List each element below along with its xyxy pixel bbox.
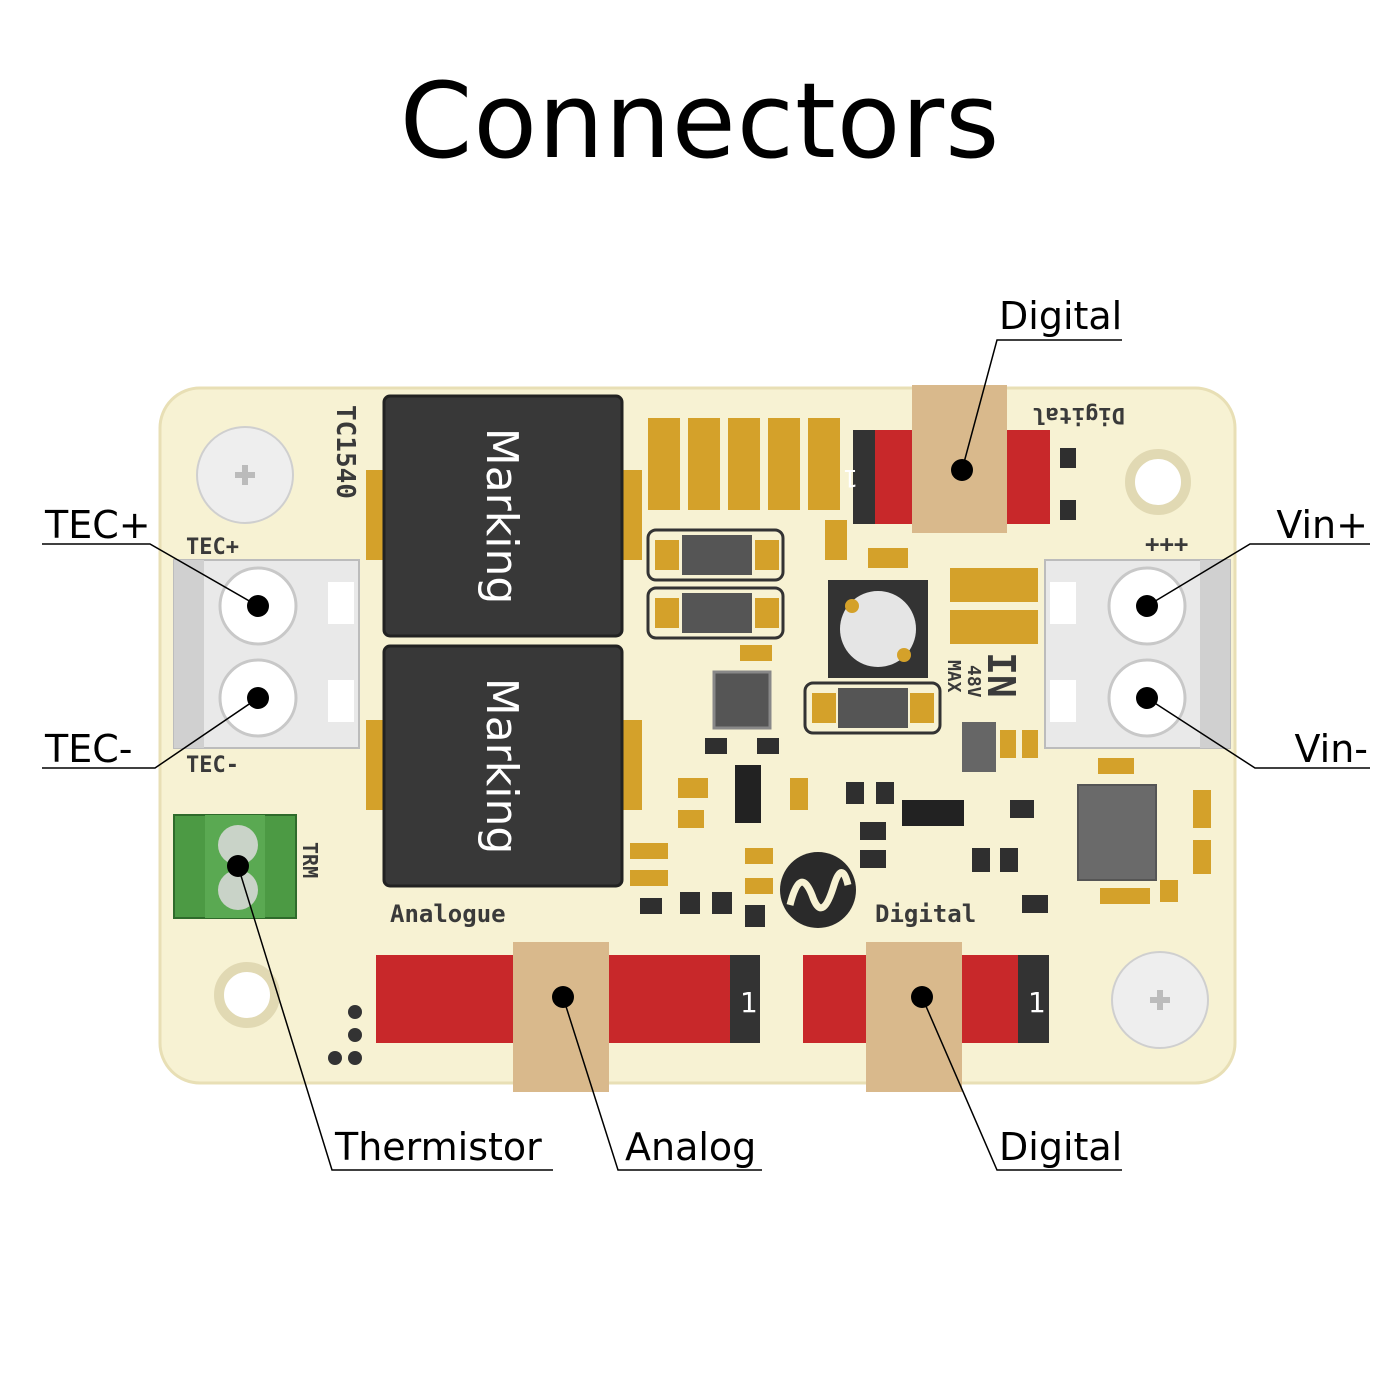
- vin-terminal-block: [1044, 559, 1231, 749]
- silk-plus-marks: +++: [1145, 530, 1188, 558]
- tec-terminal-block: [173, 559, 360, 749]
- electrolytic-capacitor: [828, 580, 928, 678]
- silk-digital-top: Digital: [1032, 402, 1125, 427]
- callout-digital-top: Digital: [999, 294, 1122, 338]
- mounting-hole-top-left: [196, 426, 294, 524]
- ic-soic: [712, 670, 772, 730]
- svg-text:1: 1: [843, 464, 858, 492]
- callout-dots: [227, 459, 1158, 1008]
- mounting-hole-bottom-left: [214, 962, 280, 1028]
- inductor-top: Marking: [366, 394, 642, 638]
- ic-sot-2: [902, 800, 964, 826]
- mounting-hole-top-right: [1125, 449, 1191, 515]
- callout-tec-minus: TEC-: [44, 727, 132, 771]
- digital-header-top: 1: [843, 385, 1050, 533]
- page-title: Connectors: [399, 60, 1001, 182]
- diode-2: [646, 586, 785, 640]
- ic-main: [1077, 784, 1157, 881]
- silk-max: MAX: [943, 660, 964, 693]
- silk-tec-minus: TEC-: [186, 753, 239, 778]
- mounting-hole-bottom-right: [1111, 951, 1209, 1049]
- ic-small: [962, 722, 996, 772]
- digital-header-bottom: 1: [803, 942, 1049, 1092]
- callout-tec-plus: TEC+: [44, 503, 151, 547]
- diode-3: [803, 681, 942, 735]
- silk-digital-bottom: Digital: [875, 900, 976, 928]
- silk-analogue: Analogue: [390, 900, 506, 928]
- ic-sot: [735, 765, 761, 823]
- callout-vin-plus: Vin+: [1276, 503, 1368, 547]
- inductor-bottom-label: Marking: [476, 678, 527, 855]
- silk-in: IN: [979, 652, 1023, 698]
- callout-digital-bottom: Digital: [999, 1125, 1122, 1169]
- company-logo-icon: [780, 852, 856, 928]
- gold-components: [630, 520, 1211, 904]
- via-dots: [328, 1005, 362, 1065]
- thermistor-terminal: [173, 814, 297, 919]
- callout-vin-minus: Vin-: [1294, 727, 1368, 771]
- small-components: [640, 448, 1076, 927]
- svg-text:1: 1: [1028, 986, 1046, 1019]
- silk-model: TC1540: [330, 405, 360, 499]
- svg-text:1: 1: [740, 986, 758, 1019]
- inductor-bottom: Marking: [366, 644, 642, 888]
- silk-trm: TRM: [298, 842, 322, 878]
- capacitor-bank: [648, 418, 840, 510]
- inductor-top-label: Marking: [476, 428, 527, 605]
- silk-tec-plus: TEC+: [186, 535, 239, 560]
- diode-1: [646, 528, 785, 582]
- callout-analog: Analog: [625, 1125, 756, 1169]
- silk-48v: 48V: [963, 665, 984, 698]
- callout-lines: [42, 339, 1370, 1171]
- callout-thermistor: Thermistor: [334, 1125, 542, 1169]
